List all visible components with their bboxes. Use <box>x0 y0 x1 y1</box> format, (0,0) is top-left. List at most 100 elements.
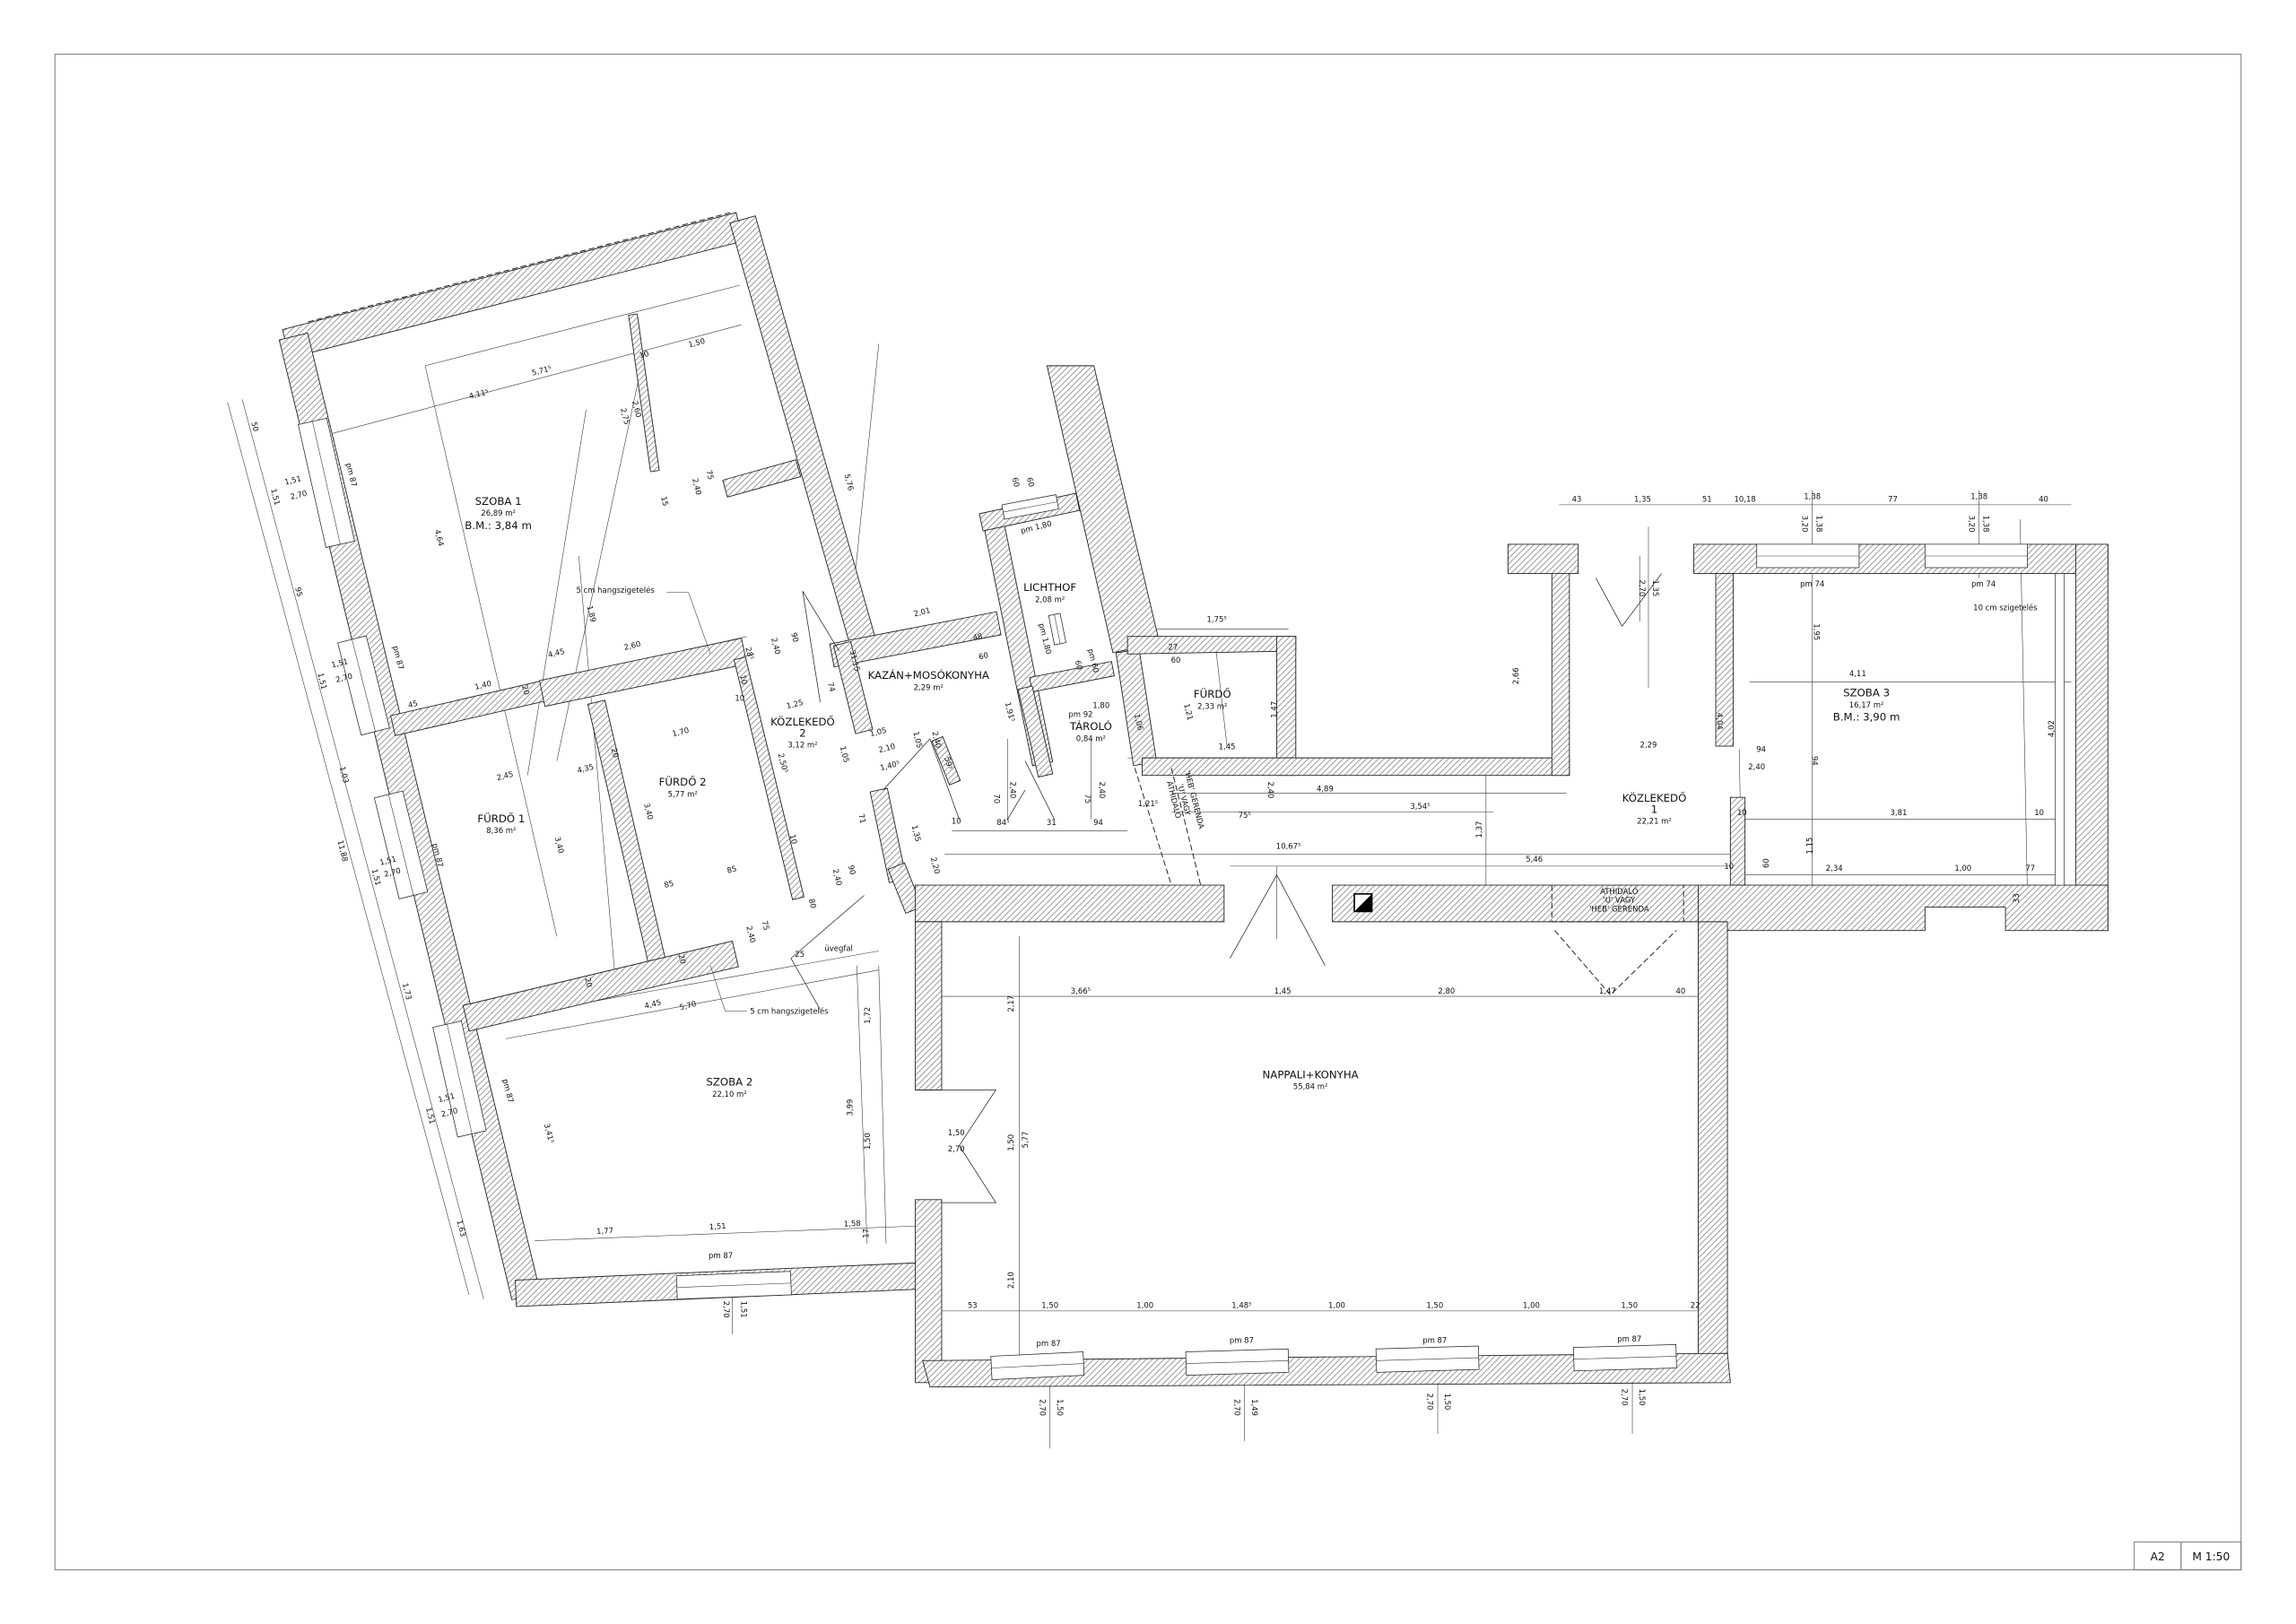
dimension-label: 1,51 <box>370 868 383 887</box>
dimension-label: 1,51 <box>437 1091 456 1104</box>
wall <box>1698 921 1728 1376</box>
dimension-lines <box>227 284 2072 1449</box>
dimension-label: 60 <box>1025 476 1036 488</box>
dimension-label: 3,20 <box>1800 516 1809 533</box>
room-area: 16,17 m² <box>1849 700 1884 709</box>
sound-insulation-note: 5 cm hangszigetelés <box>576 586 654 595</box>
room-area: 22,21 m² <box>1637 817 1672 826</box>
dimension-label: 1,50 <box>1638 1389 1647 1406</box>
dimension-label: 10 <box>738 673 749 685</box>
room-area: 0,84 m² <box>1076 734 1106 743</box>
dimension-label: pm 87 <box>1422 1336 1447 1345</box>
dimension-label: 2,10 <box>878 742 897 754</box>
windows <box>298 417 2028 1380</box>
dimension-label: 1,45 <box>1219 742 1236 751</box>
dimension-label: 11,88 <box>336 839 351 863</box>
room-name: FÜRDŐ <box>1194 686 1231 700</box>
dimension-label: 1,05 <box>911 730 924 749</box>
dimension-label: 2,17 <box>1006 995 1015 1012</box>
door-swing <box>1024 760 1055 820</box>
dimension-label: 1,38 <box>1982 516 1991 533</box>
dimension-label: 1,51 <box>378 855 397 867</box>
dimension-label: 2,70 <box>1426 1394 1435 1411</box>
dimension-label: 1,50 <box>1041 1301 1058 1310</box>
dimension-label: 60 <box>978 650 989 661</box>
dimension-label: 3,99 <box>845 1099 854 1116</box>
dimension-label: 94 <box>1756 745 1766 754</box>
dimension-label: 1,80 <box>1092 701 1109 710</box>
dimension-label: 3,66⁵ <box>1071 986 1091 995</box>
dimension-label: 10 <box>1737 808 1747 817</box>
room-area: 2,33 m² <box>1197 701 1227 710</box>
dimension-label: pm 87 <box>1617 1334 1641 1343</box>
lintel-note: 'U' VAGY <box>1603 896 1636 905</box>
wall <box>915 921 943 1090</box>
dimension-label: 4,64 <box>433 528 446 547</box>
insulation-note: 10 cm szigetelés <box>1973 603 2037 612</box>
room-area: 3,12 m² <box>787 741 817 750</box>
dimension-label: 2,40 <box>1748 762 1765 771</box>
dimension-label: 70 <box>993 794 1002 803</box>
dimension-label: 1,91⁵ <box>1004 701 1017 723</box>
dimension-label: 2,40 <box>1009 782 1018 799</box>
dimension-label: 5,77 <box>1021 1132 1030 1149</box>
dimension-label: 2,20 <box>929 856 942 875</box>
plan-labels: SZOBA 126,89 m²B.M.: 3,84 mKAZÁN+MOSÓKON… <box>249 336 2056 1416</box>
dimension-label: 51 <box>1702 495 1712 504</box>
dimension-label: 2,60 <box>631 400 643 419</box>
dimension-label: 4,45 <box>547 647 566 659</box>
dimension-line <box>424 365 558 937</box>
dimension-label: 10 <box>639 349 650 360</box>
wall <box>1276 636 1297 777</box>
dimension-label: 1,95 <box>1812 623 1821 640</box>
dimension-label: 2,40 <box>831 868 844 887</box>
dimension-label: 1,51 <box>709 1221 726 1231</box>
room-name: FÜRDŐ 1 <box>477 811 525 825</box>
wall <box>538 638 748 708</box>
room-name: SZOBA 2 <box>706 1076 752 1089</box>
room-area: 8,36 m² <box>486 826 516 835</box>
wall <box>1507 543 1579 575</box>
dimension-label: 5,46 <box>1526 855 1543 864</box>
dimension-label: 1,50 <box>1006 1134 1015 1151</box>
room-name: SZOBA 1 <box>475 495 522 508</box>
dimension-label: 1,40⁵ <box>879 759 900 772</box>
dimension-label: 60 <box>1761 858 1770 868</box>
dimension-label: 1,51 <box>739 1301 748 1318</box>
dimension-label: 1,37 <box>1474 821 1483 838</box>
window-glass-line <box>1376 1357 1479 1361</box>
dimension-label: 1,63 <box>455 1219 467 1238</box>
room-area: 26,89 m² <box>481 508 516 517</box>
dimension-label: 75⁵ <box>1239 811 1251 820</box>
dimension-label: 1,51 <box>283 473 302 486</box>
glass-wall-note: üvegfal <box>824 943 853 952</box>
dimension-label: 75 <box>761 920 771 932</box>
dimension-label: 15 <box>659 495 670 507</box>
dimension-label: 1,50 <box>1621 1301 1638 1310</box>
wall <box>1698 884 2109 932</box>
dimension-label: 2,80 <box>1438 986 1455 995</box>
dimension-label: 1,05 <box>869 725 888 738</box>
dimension-label: pm 87 <box>1037 1339 1061 1348</box>
dimension-label: 3,81 <box>1891 808 1908 817</box>
dimension-line <box>505 969 879 1039</box>
dimension-label: 1,21⁵ <box>1138 799 1158 808</box>
title-block-scale-cell <box>2180 1541 2242 1571</box>
dimension-label: 5,70 <box>679 999 698 1012</box>
dimension-label: 60 <box>1171 656 1181 664</box>
dimension-label: 3,20 <box>1967 516 1976 533</box>
dimension-label: 1,00 <box>1954 864 1971 873</box>
dimension-label: 1,50 <box>1426 1301 1443 1310</box>
dimension-line <box>526 409 587 776</box>
dimension-label: 1,38 <box>1815 516 1824 533</box>
dimension-label: 1,48⁵ <box>1231 1301 1251 1310</box>
dimension-label: 1,50 <box>1443 1394 1452 1411</box>
door-swing <box>802 590 840 703</box>
dimension-label: 2,70 <box>1621 1389 1630 1406</box>
dimension-label: 1,03 <box>338 766 351 785</box>
room-area: 5,77 m² <box>668 789 698 798</box>
dimension-line <box>322 324 742 437</box>
wall <box>915 884 1225 923</box>
dimension-label: pm 92 <box>1068 709 1092 718</box>
